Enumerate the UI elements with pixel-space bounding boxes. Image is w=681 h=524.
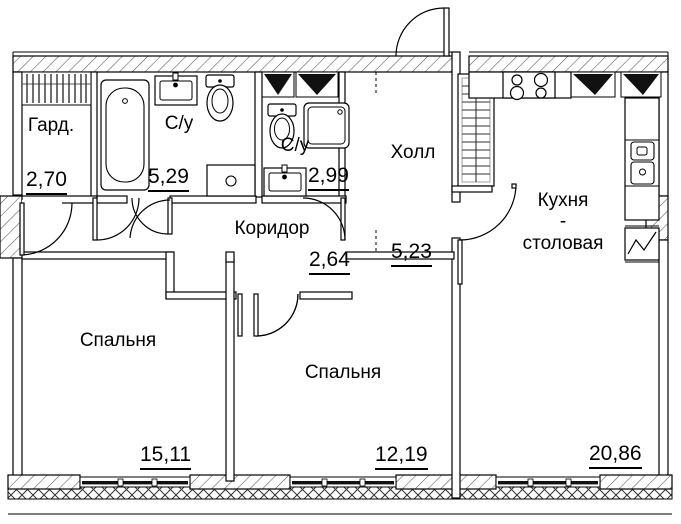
cooktop-icon bbox=[509, 72, 549, 101]
door-bedroom-1 bbox=[19, 200, 73, 256]
toilet-icon-2 bbox=[267, 103, 297, 149]
washbasin-icon-2 bbox=[263, 164, 307, 197]
top-exterior-wall bbox=[12, 55, 669, 73]
door-bathroom-1 bbox=[131, 197, 173, 235]
toilet-icon bbox=[205, 74, 235, 122]
window-group-bottom bbox=[79, 476, 601, 488]
door-bathroom-2 bbox=[302, 197, 346, 241]
door-bedroom-2 bbox=[237, 293, 299, 337]
interior-walls bbox=[21, 51, 461, 499]
entrance-door bbox=[395, 7, 450, 57]
door-corridor-jog bbox=[128, 199, 171, 241]
utility-box-bath1 bbox=[206, 164, 256, 197]
clothes-rail-icon bbox=[21, 71, 92, 106]
cabinet-group-bath2 bbox=[261, 71, 339, 98]
window-group-kitchen bbox=[570, 71, 662, 98]
washbasin-icon bbox=[154, 72, 198, 106]
left-exterior-wall bbox=[0, 71, 23, 499]
door-wardrobe bbox=[92, 197, 140, 241]
bathtub-icon bbox=[100, 79, 150, 191]
bottom-exterior-wall bbox=[7, 474, 673, 500]
kitchen-sink-icon bbox=[630, 141, 655, 185]
electrical-panel-icon bbox=[624, 225, 660, 263]
shower-tray-icon bbox=[303, 102, 350, 149]
door-kitchen bbox=[457, 183, 517, 285]
